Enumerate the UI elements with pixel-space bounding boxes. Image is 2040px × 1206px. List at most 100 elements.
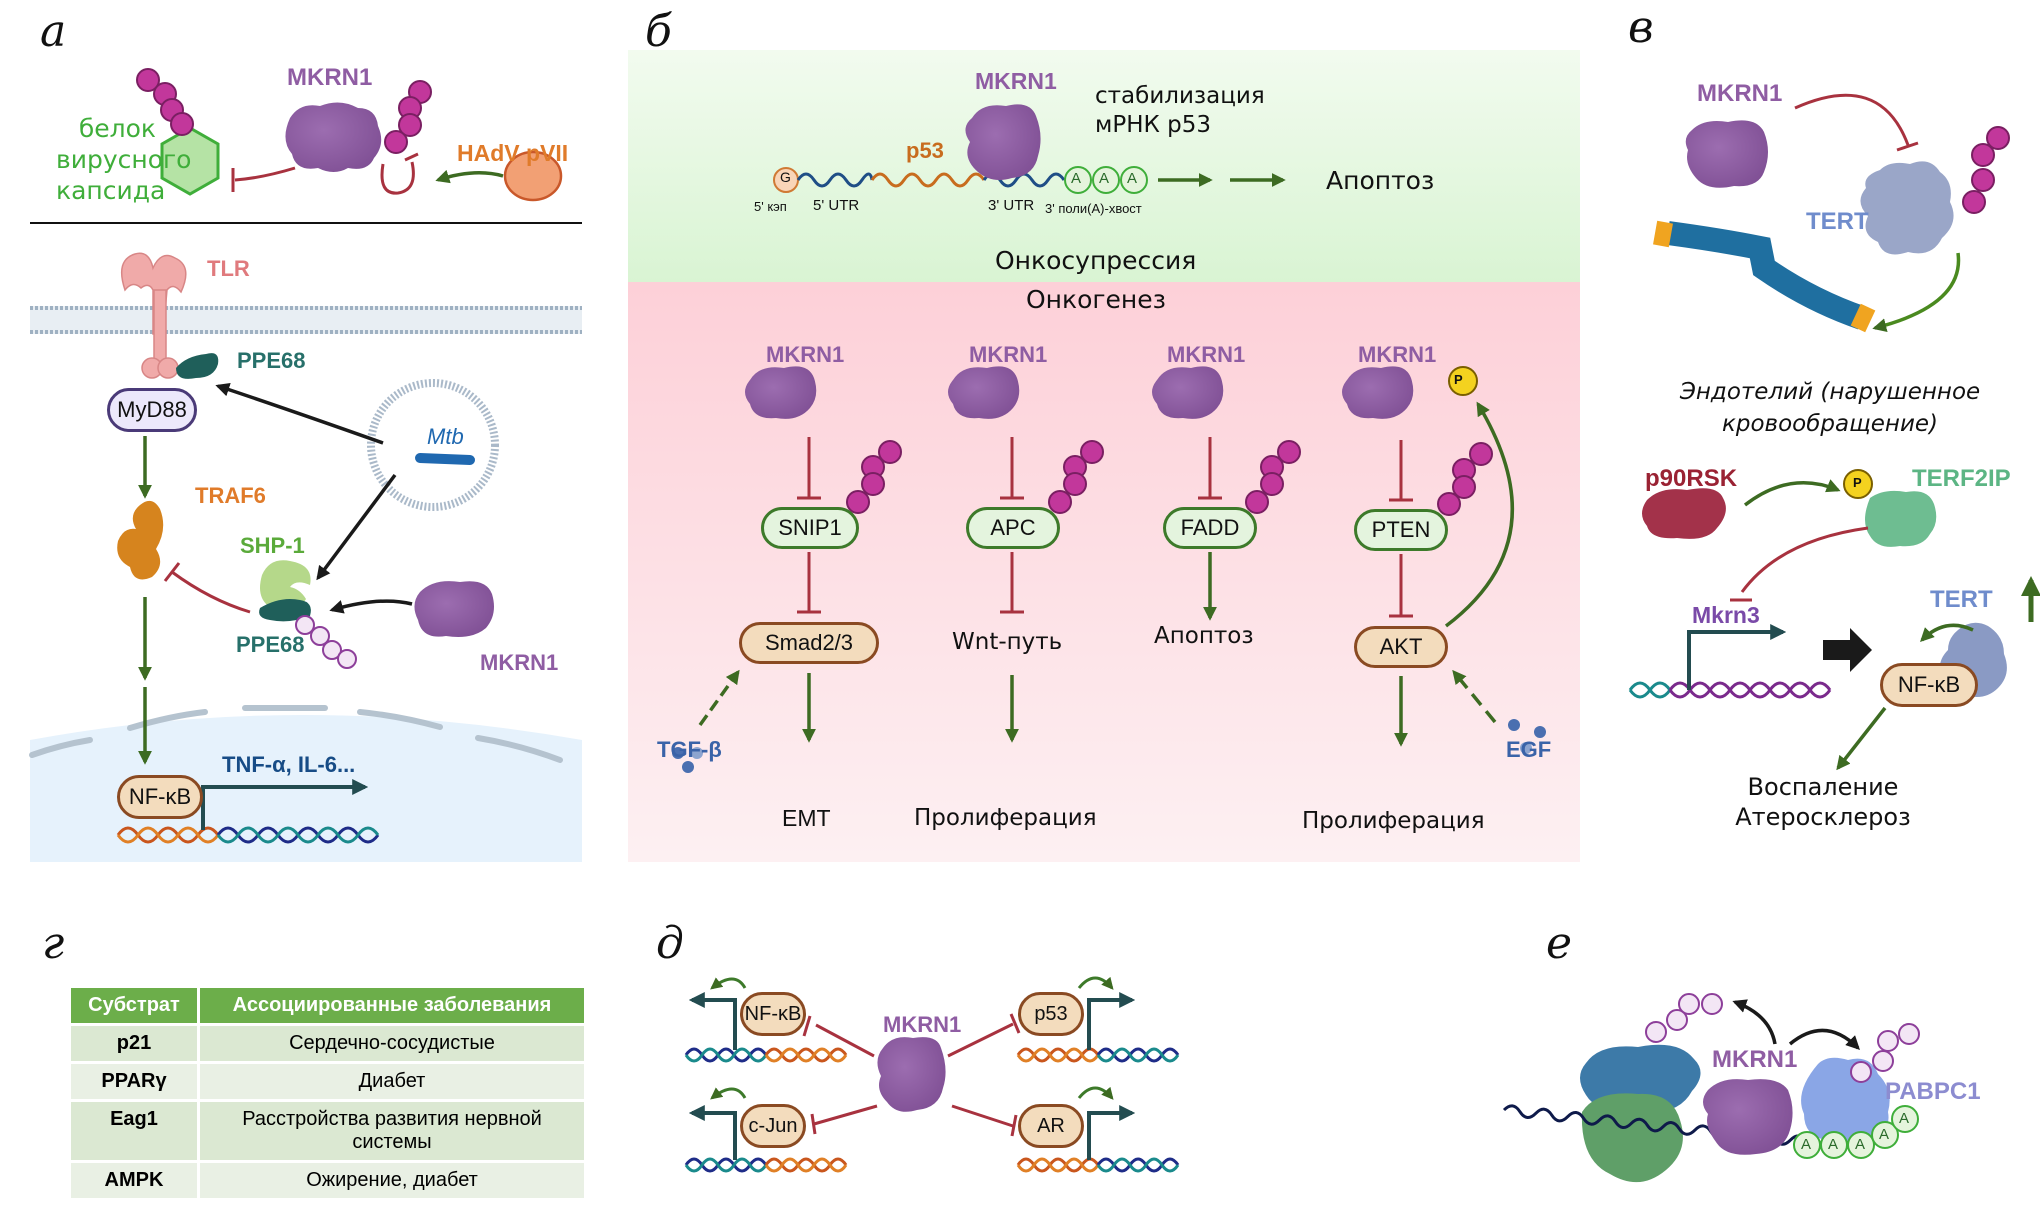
utr5-label: 5' UTR: [813, 197, 860, 214]
proliferation-label: Пролиферация: [1302, 808, 1485, 834]
column-header: Субстрат: [71, 988, 200, 1025]
table-row: AMPK Ожирение, диабет: [71, 1160, 587, 1198]
snip1-node: SNIP1: [761, 507, 859, 549]
mkrn1-protein-a-bottom: [414, 581, 494, 637]
polya-letter: A: [1879, 1126, 1890, 1143]
inflammation-outcome: Воспаление Атеросклероз: [1718, 772, 1928, 832]
polya-tail-b: [1064, 166, 1148, 194]
onco-col-fadd: [1152, 366, 1224, 621]
stabilization-label: стабилизация мРНК p53: [1095, 82, 1265, 140]
phospho-circle-c: [1843, 469, 1873, 499]
mkrn1-label: MKRN1: [1167, 342, 1246, 367]
suppression-title: Онкосупрессия: [995, 246, 1197, 275]
tgfb-label: TGF-β: [657, 737, 722, 762]
terf2ip-protein: [1865, 490, 1937, 547]
ub-chain-capsid: [136, 68, 194, 136]
column-header: Ассоциированные заболевания: [198, 988, 587, 1025]
ppe68-top-label: PPE68: [237, 348, 306, 373]
egf-label: EGF: [1506, 737, 1552, 762]
wnt-pathway-label: Wnt-путь: [952, 629, 1063, 655]
terf2ip-label: TERF2IP: [1912, 465, 2011, 492]
capsid-label-line: белок: [78, 114, 156, 143]
pten-node: PTEN: [1354, 509, 1448, 551]
ppe68-bottom-label: PPE68: [236, 632, 305, 657]
cjun-node: c-Jun: [740, 1104, 806, 1148]
polya-letter: A: [1127, 170, 1138, 187]
disease-cell: Ожирение, диабет: [198, 1160, 587, 1198]
utr5-strand: [796, 172, 874, 188]
suppression-region: [628, 50, 1580, 282]
disease-cell: Сердечно-сосудистые: [198, 1023, 587, 1063]
shp1-protein: [260, 560, 311, 612]
dna-e-right: [1016, 1047, 1180, 1173]
table-row: PPARγ Диабет: [71, 1061, 587, 1101]
mkrn1-label: MKRN1: [1712, 1046, 1798, 1073]
panel-d-letter: г: [42, 918, 65, 969]
smad23-node: Smad2/3: [739, 622, 879, 664]
phospho-label: P: [1454, 372, 1463, 387]
dna-e-left: [684, 1047, 848, 1173]
disease-cell: Расстройства развития нервной системы: [198, 1099, 587, 1162]
cell-membrane: [30, 306, 582, 334]
oncogenesis-title: Онкогенез: [1026, 285, 1166, 314]
nfkb-node: NF-κB: [740, 992, 806, 1036]
substrate-cell: AMPK: [71, 1160, 200, 1198]
nfkb-node: NF-κB: [1880, 663, 1978, 707]
panel-e-letter: д: [656, 918, 684, 969]
cap-letter: G: [780, 169, 791, 185]
ppe68-protein-top: [176, 353, 219, 379]
onco-col-snip1: [672, 366, 821, 773]
polya-tail-label: 3' поли(A)-хвост: [1045, 201, 1142, 216]
mkrn1-label: MKRN1: [287, 64, 373, 91]
disease-cell: Диабет: [198, 1061, 587, 1101]
block-arrow: [1823, 628, 1872, 672]
ub-chain-tert: [1962, 126, 2010, 214]
substrate-cell: p21: [71, 1023, 200, 1063]
substrate-cell: PPARγ: [71, 1061, 200, 1101]
outcome-line: Атеросклероз: [1735, 803, 1911, 831]
emt-label: EMT: [782, 805, 831, 831]
table-row: p21 Сердечно-сосудистые: [71, 1023, 587, 1063]
tlr-receptor: [120, 252, 187, 379]
ub-chain-pabpc1: [1850, 1023, 1920, 1083]
mkrn1-label: MKRN1: [975, 68, 1057, 94]
mkrn1-protein-c: [1685, 120, 1768, 188]
utr3-label: 3' UTR: [988, 197, 1035, 214]
mkrn3-label: Mkrn3: [1692, 602, 1760, 628]
polya-letter: A: [1071, 170, 1082, 187]
apc-node: APC: [966, 507, 1060, 549]
ub-chain-mkrn1: [384, 80, 432, 154]
mkrn1-protein-a-top: [285, 102, 382, 172]
mtb-label: Mtb: [427, 424, 464, 449]
substrate-table: Субстрат Ассоциированные заболевания p21…: [71, 988, 587, 1198]
caption-line: Эндотелий (нарушенное: [1679, 379, 1981, 405]
nfkb-node: NF-κB: [117, 775, 203, 819]
hadv-pvii-label: HAdV pVII: [457, 140, 569, 166]
mkrn1-label: MKRN1: [480, 650, 559, 675]
shp1-label: SHP-1: [240, 533, 305, 558]
ub-chain-ppe68: [295, 615, 357, 669]
table-header-row: Субстрат Ассоциированные заболевания: [71, 988, 587, 1025]
cytokines-label: TNF-α, IL-6...: [222, 752, 356, 777]
akt-node: AKT: [1354, 626, 1448, 668]
mkrn1-label: MKRN1: [1358, 342, 1437, 367]
cap-label: 5' кэп: [754, 199, 787, 214]
apoptosis-outcome: Апоптоз: [1326, 166, 1435, 195]
dna-a: [116, 826, 380, 844]
autoubiquitination-loop: [380, 161, 415, 195]
substrate-cell: Eag1: [71, 1099, 200, 1162]
polya-letter: A: [1099, 170, 1110, 187]
polya-letter: A: [1801, 1136, 1812, 1153]
hadv-pvii-protein: [503, 150, 563, 202]
traf6-protein: [117, 500, 164, 580]
table-row: Eag1 Расстройства развития нервной систе…: [71, 1099, 587, 1162]
mkrn1-protein-b-top: [965, 104, 1041, 180]
phagosome: [367, 379, 499, 511]
proliferation-label: Пролиферация: [914, 805, 1097, 831]
panel-f-letter: е: [1546, 918, 1573, 969]
polya-letter: A: [1828, 1136, 1839, 1153]
endothelium-caption: Эндотелий (нарушенное кровообращение): [1640, 376, 2020, 440]
mkrn1-protein-e: [877, 1037, 946, 1112]
